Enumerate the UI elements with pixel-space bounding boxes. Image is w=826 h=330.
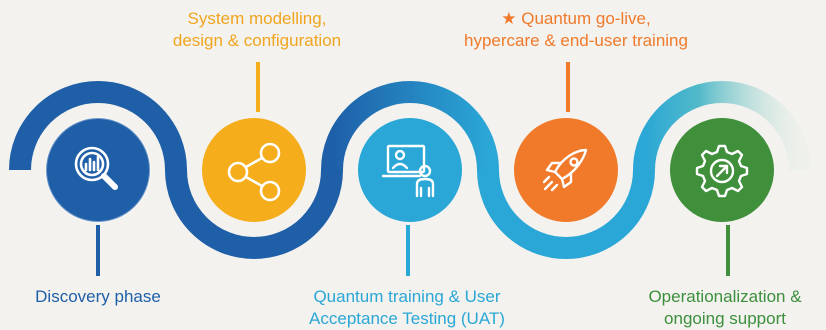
step-circle-2 — [202, 118, 306, 222]
step-label-line: Operationalization & — [648, 287, 802, 306]
wave-segment-5 — [633, 81, 811, 171]
step-label-line: ★ Quantum go-live, — [501, 9, 651, 28]
step-label-discovery: Discovery phase — [10, 286, 186, 308]
rocket-icon — [542, 148, 588, 192]
step-label-line: design & configuration — [172, 31, 342, 50]
step-label-line: Discovery phase — [35, 287, 161, 306]
wave-segment-2 — [165, 169, 343, 259]
wave-segment-3 — [321, 81, 499, 171]
magnifier-chart-icon — [74, 146, 118, 190]
wave-segment-4 — [477, 169, 655, 259]
step-label-training-uat: Quantum training & User Acceptance Testi… — [285, 286, 529, 330]
step-label-line: System modelling, — [187, 9, 327, 28]
step-label-go-live: ★ Quantum go-live, hypercare & end-user … — [426, 8, 726, 52]
share-nodes-icon — [227, 142, 281, 202]
wave-segment-1 — [9, 81, 187, 171]
gear-arrow-icon — [695, 144, 749, 198]
step-label-line: Acceptance Testing (UAT) — [309, 309, 505, 328]
step-label-system-modelling: System modelling, design & configuration — [138, 8, 376, 52]
step-circle-4 — [514, 118, 618, 222]
step-label-line: ongoing support — [664, 309, 786, 328]
presentation-trainer-icon — [381, 144, 435, 198]
step-circle-3 — [358, 118, 462, 222]
step-label-line: Quantum training & User — [313, 287, 501, 306]
step-label-operationalization: Operationalization & ongoing support — [625, 286, 825, 330]
step-label-line: hypercare & end-user training — [464, 31, 688, 50]
